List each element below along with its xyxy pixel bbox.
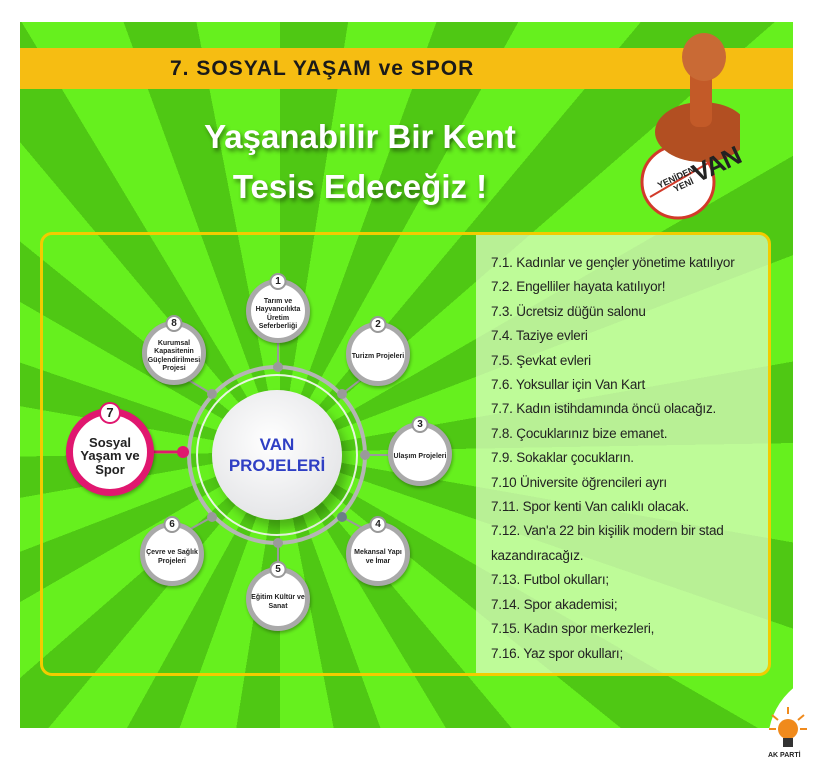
node-number: 8 <box>165 315 183 332</box>
list-item: 7.4. Taziye evleri <box>491 328 588 344</box>
node-label: Çevre ve Sağlık Projeleri <box>146 549 198 565</box>
node-number: 1 <box>269 273 287 290</box>
list-item: 7.1. Kadınlar ve gençler yönetime katılı… <box>491 255 735 270</box>
center-line-2: PROJELERİ <box>228 456 326 475</box>
list-item: 7.15. Kadın spor merkezleri, <box>491 621 655 637</box>
project-list: 7.1. Kadınlar ve gençler yönetime katılı… <box>491 251 735 666</box>
section-title: 7. SOSYAL YAŞAM ve SPOR <box>170 57 475 80</box>
center-hub: VAN PROJELERİ <box>212 390 342 520</box>
node-label: Sosyal Yaşam ve Spor <box>80 434 140 477</box>
list-item: 7.8. Çocuklarınız bize emanet. <box>491 425 668 441</box>
rubber-stamp-icon <box>640 33 740 220</box>
list-item: 7.13. Futbol okulları; <box>491 572 609 588</box>
list-item: 7.16. Yaz spor okulları; <box>491 645 624 661</box>
list-item: 7.5. Şevkat evleri <box>491 352 591 368</box>
list-item: 7.3. Ücretsiz düğün salonu <box>491 303 646 319</box>
list-item: 7.7. Kadın istihdamında öncü olacağız. <box>491 401 717 417</box>
list-item: 7.2. Engelliler hayata katılıyor! <box>491 279 666 295</box>
content-box: 7.1. Kadınlar ve gençler yönetime katılı… <box>40 232 771 676</box>
list-item: 7.12. Van'a 22 bin kişilik modern bir st… <box>491 523 724 539</box>
node-number: 2 <box>369 316 387 333</box>
section-banner: 7. SOSYAL YAŞAM ve SPOR <box>20 48 793 89</box>
ak-parti-bulb-logo <box>769 707 807 747</box>
list-item: 7.14. Spor akademisi; <box>491 596 618 612</box>
list-item: 7.10 Üniversite öğrencileri ayrı <box>491 474 667 490</box>
node-number: 6 <box>163 516 181 533</box>
list-item: 7.6. Yoksullar için Van Kart <box>491 377 645 393</box>
node-label: Eğitim Kültür ve Sanat <box>251 594 305 610</box>
node-label: Mekansal Yapı ve İmar <box>354 549 402 565</box>
list-item: kazandıracağız. <box>491 547 584 563</box>
node-label: Tarım ve Hayvancılıkta Üretim Seferberli… <box>255 297 301 330</box>
list-item: 7.9. Sokaklar çocukların. <box>491 450 634 466</box>
node-label: Kurumsal Kapasitenin Güçlendirilmesi Pro… <box>147 339 201 372</box>
logo-text: AK PARTİ <box>768 752 801 759</box>
diagram-connectors <box>150 341 400 572</box>
node-number: 5 <box>269 561 287 578</box>
node-number: 3 <box>411 416 429 433</box>
headline-line-2: Tesis Edeceğiz ! <box>232 168 488 205</box>
list-item: 7.11. Spor kenti Van calıklı olacak. <box>491 499 689 515</box>
headline-line-1: Yaşanabilir Bir Kent <box>204 118 516 155</box>
node-number: 4 <box>369 516 387 533</box>
list-panel <box>476 235 768 673</box>
node-number: 7 <box>99 402 121 424</box>
node-label: Turizm Projeleri <box>351 353 405 361</box>
node-label: Ulaşım Projeleri <box>393 453 447 461</box>
center-line-1: VAN <box>259 434 295 454</box>
